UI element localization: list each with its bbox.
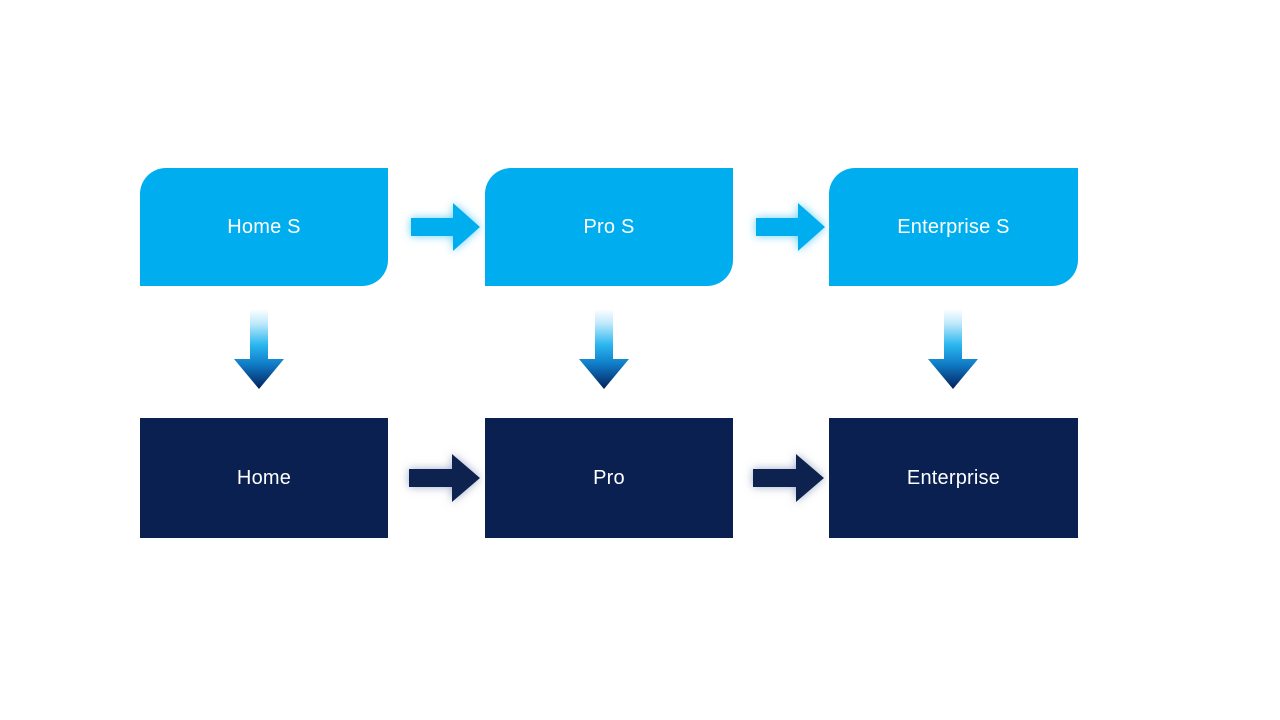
- node-pro[interactable]: Pro: [485, 418, 733, 538]
- node-home-label: Home: [236, 467, 292, 489]
- node-enterprise-s[interactable]: Enterprise S: [829, 168, 1078, 286]
- arrow-right-icon-home-s-to-pro-s: [405, 199, 485, 255]
- arrow-down-icon-enterprise-s-to-enterprise: [922, 305, 984, 395]
- arrow-right-icon-pro-to-enterprise: [747, 450, 829, 506]
- arrow-right-icon-home-to-pro: [403, 450, 485, 506]
- node-pro-s[interactable]: Pro S: [485, 168, 733, 286]
- arrow-right-icon-pro-s-to-enterprise-s: [750, 199, 830, 255]
- arrow-down-icon-home-s-to-home: [228, 305, 290, 395]
- node-pro-s-label: Pro S: [583, 216, 635, 238]
- node-home-s[interactable]: Home S: [140, 168, 388, 286]
- node-pro-label: Pro: [593, 467, 625, 489]
- node-enterprise-s-label: Enterprise S: [897, 216, 1010, 238]
- node-home-s-label: Home S: [227, 216, 301, 238]
- arrow-down-icon-pro-s-to-pro: [573, 305, 635, 395]
- node-enterprise[interactable]: Enterprise: [829, 418, 1078, 538]
- node-home[interactable]: Home: [140, 418, 388, 538]
- node-enterprise-label: Enterprise: [906, 467, 1001, 489]
